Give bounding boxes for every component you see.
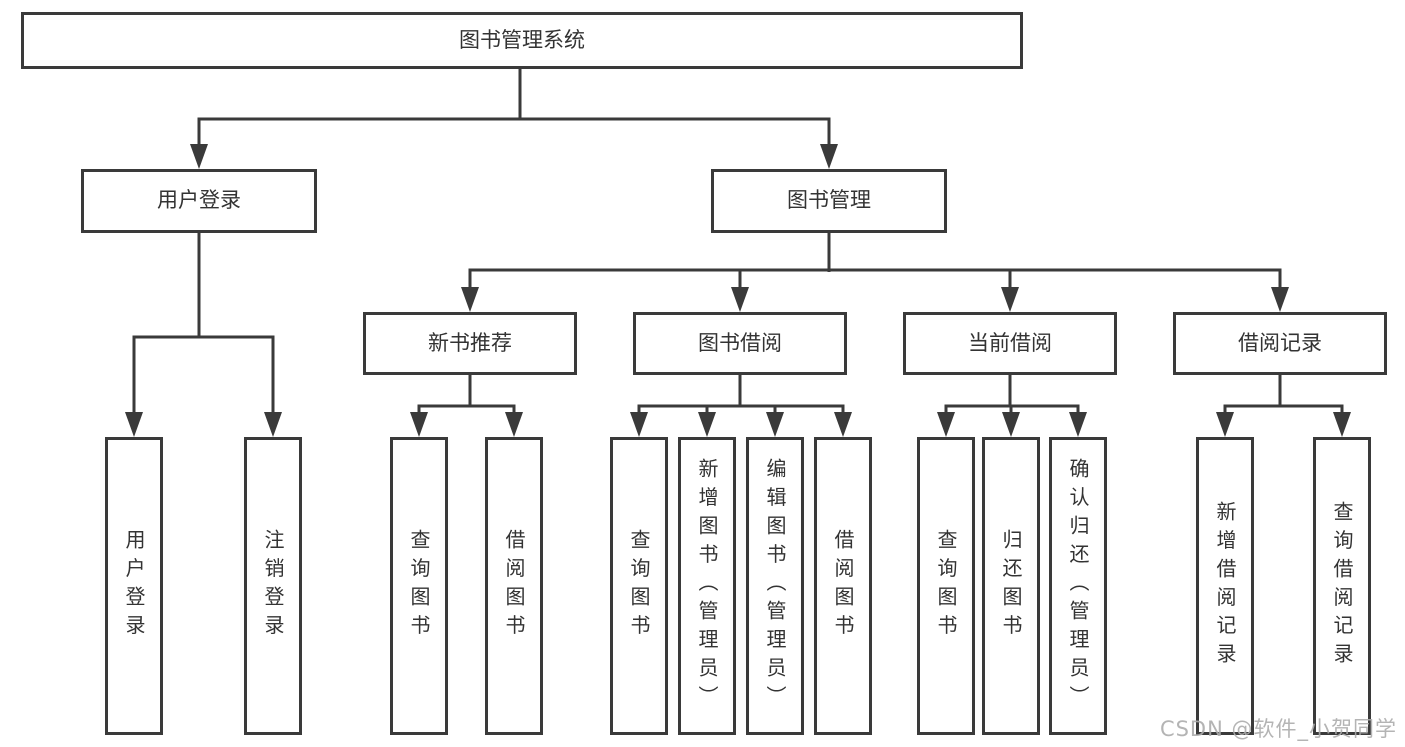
node-label: 查询借阅记录	[1330, 500, 1354, 672]
node-label: 图书管理	[787, 188, 871, 213]
node-label: 借阅记录	[1238, 330, 1322, 355]
node-label: 用户登录	[157, 188, 241, 213]
leaf-logout: 注销登录	[244, 437, 302, 735]
node-label: 归还图书	[999, 529, 1023, 643]
node-label: 确认归还（管理员）	[1066, 458, 1090, 714]
node-label: 注销登录	[261, 529, 285, 643]
node-label: 查询图书	[627, 529, 651, 643]
leaf-borrow-books: 借阅图书	[814, 437, 872, 735]
node-label: 新增借阅记录	[1213, 500, 1237, 672]
leaf-user-login: 用户登录	[105, 437, 163, 735]
leaf-add-books-admin: 新增图书（管理员）	[678, 437, 736, 735]
node-label: 查询图书	[934, 529, 958, 643]
node-label: 查询图书	[407, 529, 431, 643]
node-library-management-system: 图书管理系统	[21, 12, 1023, 69]
leaf-edit-books-admin: 编辑图书（管理员）	[746, 437, 804, 735]
node-book-management: 图书管理	[711, 169, 947, 233]
node-user-login: 用户登录	[81, 169, 317, 233]
node-label: 借阅图书	[502, 529, 526, 643]
node-current-borrowing: 当前借阅	[903, 312, 1117, 375]
leaf-add-borrow-record: 新增借阅记录	[1196, 437, 1254, 735]
node-label: 编辑图书（管理员）	[763, 458, 787, 714]
node-label: 新增图书（管理员）	[695, 458, 719, 714]
node-label: 当前借阅	[968, 330, 1052, 355]
node-borrowing-records: 借阅记录	[1173, 312, 1387, 375]
leaf-query-books-recommend: 查询图书	[390, 437, 448, 735]
node-label: 借阅图书	[831, 529, 855, 643]
node-label: 新书推荐	[428, 330, 512, 355]
leaf-return-books: 归还图书	[982, 437, 1040, 735]
node-label: 用户登录	[122, 529, 146, 643]
node-label: 图书管理系统	[459, 27, 585, 52]
node-new-book-recommendation: 新书推荐	[363, 312, 577, 375]
node-label: 图书借阅	[698, 330, 782, 355]
node-book-borrowing: 图书借阅	[633, 312, 847, 375]
leaf-query-books-current: 查询图书	[917, 437, 975, 735]
leaf-confirm-return-admin: 确认归还（管理员）	[1049, 437, 1107, 735]
leaf-query-borrow-record: 查询借阅记录	[1313, 437, 1371, 735]
leaf-query-books-borrow: 查询图书	[610, 437, 668, 735]
leaf-borrow-books-recommend: 借阅图书	[485, 437, 543, 735]
